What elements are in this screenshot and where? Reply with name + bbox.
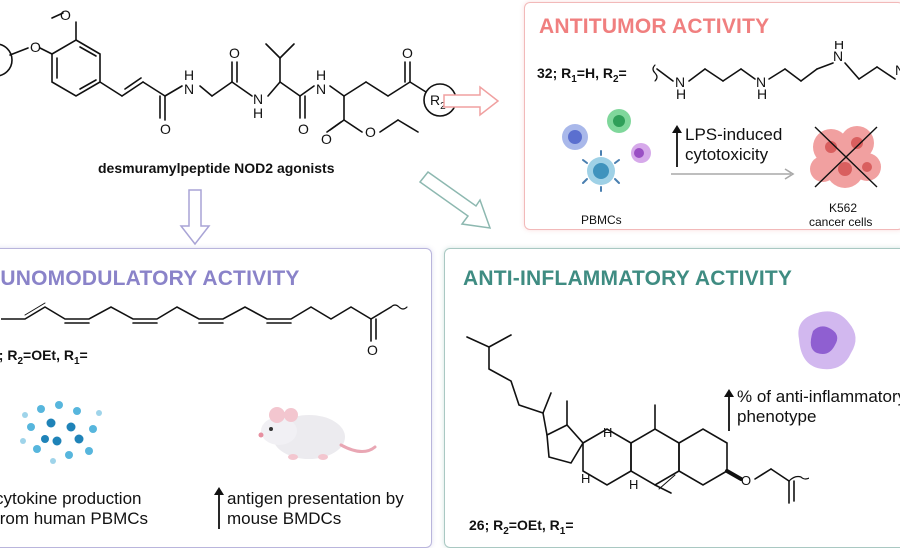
ring-h-1: H [603,425,612,440]
antiinf-effect-line2: phenotype [737,407,817,426]
spermine-n-1: N [675,74,685,90]
atom-n-3: N [316,81,326,97]
immuno-effect1-line1: cytokine production [0,489,142,508]
spermine-n-4: N [895,62,900,78]
antitumor-panel: ANTITUMOR ACTIVITY 32; R1=H, R2= N H N H… [524,2,900,230]
immuno-title: IMMUNOMODULATORY ACTIVITY [0,267,300,290]
antiinf-effect-line1: % of anti-inflammatory [737,387,900,406]
antitumor-effect-line2: cytotoxicity [685,145,769,164]
atom-o-ether: O [30,39,41,55]
anti-inflammatory-panel: ANTI-INFLAMMATORY ACTIVITY [444,248,900,548]
atom-o-methoxy: O [60,7,71,23]
cholesterol-structure: H H H O [466,334,809,504]
ring-h-3: H [629,477,638,492]
spermine-n-3: N [833,48,843,64]
spermine-structure: N H N H N H N [652,41,900,101]
cancer-label-line2: cancer cells [809,215,873,229]
ring-h-2: H [581,471,590,486]
atom-h-1: H [184,67,194,83]
atom-o-amide-2: O [229,45,240,61]
atom-n-1: N [184,81,194,97]
atom-h-3: H [316,67,326,83]
atom-o-ester-2: O [365,124,376,140]
pbmc-cells-illustration [562,109,651,192]
mouse-illustration [258,407,377,460]
increase-arrow-antiinf [724,389,734,431]
antitumor-effect-line1: LPS-induced [685,125,783,144]
antiinf-title: ANTI-INFLAMMATORY ACTIVITY [463,267,793,290]
spermine-h-3: H [834,41,844,52]
grey-arrow-to-cancer [671,168,795,180]
spermine-n-2: N [756,74,766,90]
atom-o-amide-3: O [298,121,309,137]
cancer-label-line1: K562 [829,201,858,215]
atom-n-2: N [253,91,263,107]
r2-label: R2 [430,92,446,112]
increase-arrow-antitumor [672,125,682,167]
spermine-h-1: H [676,86,686,101]
ring-o-ether: O [741,473,751,488]
arrow-to-antitumor [443,85,500,117]
increase-arrow-immuno [214,487,224,529]
cancer-cells-illustration [810,126,881,188]
arrow-to-antiinf [418,170,492,229]
antiinf-compound-label: 26; R2=OEt, R1= [469,517,574,537]
spermine-h-2: H [757,86,767,101]
immunomodulatory-panel: IMMUNOMODULATORY ACTIVITY O 3; R2=OEt, R… [0,248,432,548]
atom-o-ester-1: O [321,131,332,147]
atom-h-2: H [253,105,263,121]
immuno-effect2-line1: antigen presentation by [227,489,404,508]
atom-o-amide-1: O [160,121,171,137]
polyunsaturated-chain-structure: O [1,302,408,358]
arrow-to-immuno [179,189,211,246]
desmuramylpeptide-structure: O O O H N O N H O H N O O O R2 [0,7,457,147]
chain-atom-o: O [367,342,378,358]
immuno-effect2-line2: mouse BMDCs [227,509,342,528]
antitumor-compound-label: 32; R1=H, R2= [537,65,627,85]
immuno-effect1-line2: from human PBMCs [0,509,149,528]
macrophage-illustration [798,311,856,370]
pbmc-label: PBMCs [581,213,622,227]
antitumor-title: ANTITUMOR ACTIVITY [539,15,770,38]
atom-o-side: O [402,45,413,61]
cytokine-dots-illustration [20,401,102,464]
immuno-compound-label: 3; R2=OEt, R1= [0,347,88,367]
main-caption: desmuramylpeptide NOD2 agonists [98,160,335,176]
